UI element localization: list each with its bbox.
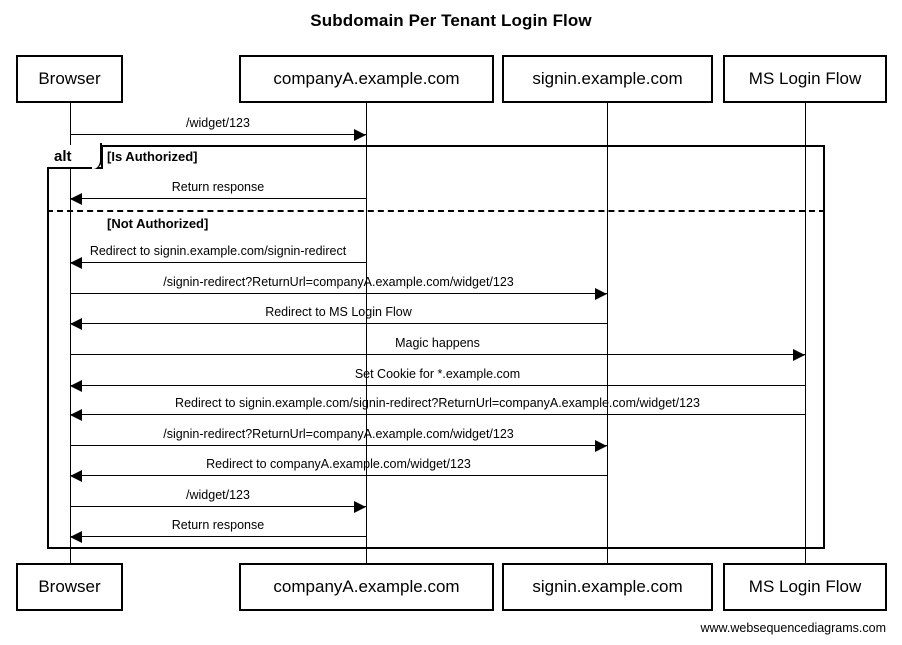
message-label-6: Magic happens bbox=[395, 336, 480, 350]
message-line-9 bbox=[70, 445, 607, 446]
message-arrowhead-1 bbox=[354, 129, 366, 141]
alt-branch-condition-0: [Is Authorized] bbox=[107, 149, 198, 164]
message-label-7: Set Cookie for *.example.com bbox=[354, 367, 521, 381]
header-participant-msflow[interactable]: MS Login Flow bbox=[723, 55, 887, 103]
message-arrowhead-5 bbox=[70, 318, 82, 330]
header-participant-label-signin: signin.example.com bbox=[532, 69, 683, 88]
alt-branch-divider-1 bbox=[47, 210, 825, 212]
message-label-12: Return response bbox=[171, 518, 265, 532]
header-participant-companyA[interactable]: companyA.example.com bbox=[239, 55, 494, 103]
alt-fragment-tag-label: alt bbox=[54, 147, 72, 165]
alt-fragment-tag: alt bbox=[47, 143, 103, 169]
message-line-1 bbox=[70, 134, 366, 135]
lifeline-browser bbox=[70, 103, 71, 563]
message-label-2: Return response bbox=[171, 180, 265, 194]
message-arrowhead-11 bbox=[354, 501, 366, 513]
message-arrowhead-8 bbox=[70, 409, 82, 421]
message-label-5: Redirect to MS Login Flow bbox=[265, 305, 412, 319]
message-line-5 bbox=[70, 323, 607, 324]
message-line-12 bbox=[70, 536, 366, 537]
lifeline-signin bbox=[607, 103, 608, 563]
footer-participant-signin[interactable]: signin.example.com bbox=[502, 563, 713, 611]
footer-participant-label-msflow: MS Login Flow bbox=[748, 577, 862, 596]
message-label-9: /signin-redirect?ReturnUrl=companyA.exam… bbox=[163, 427, 514, 441]
footer-participant-browser[interactable]: Browser bbox=[16, 563, 123, 611]
message-line-11 bbox=[70, 506, 366, 507]
message-arrowhead-6 bbox=[793, 349, 805, 361]
message-line-8 bbox=[70, 414, 805, 415]
footer-participant-companyA[interactable]: companyA.example.com bbox=[239, 563, 494, 611]
message-label-11: /widget/123 bbox=[186, 488, 250, 502]
header-participant-label-msflow: MS Login Flow bbox=[748, 69, 862, 88]
message-label-8: Redirect to signin.example.com/signin-re… bbox=[175, 396, 700, 410]
message-label-1: /widget/123 bbox=[186, 116, 250, 130]
message-line-7 bbox=[70, 385, 805, 386]
footer-participant-msflow[interactable]: MS Login Flow bbox=[723, 563, 887, 611]
message-label-4: /signin-redirect?ReturnUrl=companyA.exam… bbox=[163, 275, 514, 289]
footer-participant-label-signin: signin.example.com bbox=[532, 577, 683, 596]
message-arrowhead-12 bbox=[70, 531, 82, 543]
message-arrowhead-7 bbox=[70, 380, 82, 392]
alt-fragment-frame bbox=[47, 145, 825, 549]
message-arrowhead-9 bbox=[595, 440, 607, 452]
message-line-10 bbox=[70, 475, 607, 476]
message-line-3 bbox=[70, 262, 366, 263]
header-participant-browser[interactable]: Browser bbox=[16, 55, 123, 103]
message-line-2 bbox=[70, 198, 366, 199]
lifeline-msflow bbox=[805, 103, 806, 563]
message-arrowhead-4 bbox=[595, 288, 607, 300]
message-arrowhead-2 bbox=[70, 193, 82, 205]
header-participant-signin[interactable]: signin.example.com bbox=[502, 55, 713, 103]
header-participant-label-companyA: companyA.example.com bbox=[273, 69, 460, 88]
alt-branch-condition-1: [Not Authorized] bbox=[107, 216, 209, 231]
lifeline-companyA bbox=[366, 103, 367, 563]
message-label-3: Redirect to signin.example.com/signin-re… bbox=[89, 244, 347, 258]
watermark-text: www.websequencediagrams.com bbox=[700, 621, 886, 635]
message-arrowhead-10 bbox=[70, 470, 82, 482]
footer-participant-label-companyA: companyA.example.com bbox=[273, 577, 460, 596]
page-title: Subdomain Per Tenant Login Flow bbox=[310, 11, 592, 30]
message-line-6 bbox=[70, 354, 805, 355]
alt-tag-notch-shape bbox=[92, 143, 102, 169]
footer-participant-label-browser: Browser bbox=[38, 577, 101, 596]
header-participant-label-browser: Browser bbox=[38, 69, 101, 88]
message-line-4 bbox=[70, 293, 607, 294]
message-label-10: Redirect to companyA.example.com/widget/… bbox=[206, 457, 471, 471]
message-arrowhead-3 bbox=[70, 257, 82, 269]
